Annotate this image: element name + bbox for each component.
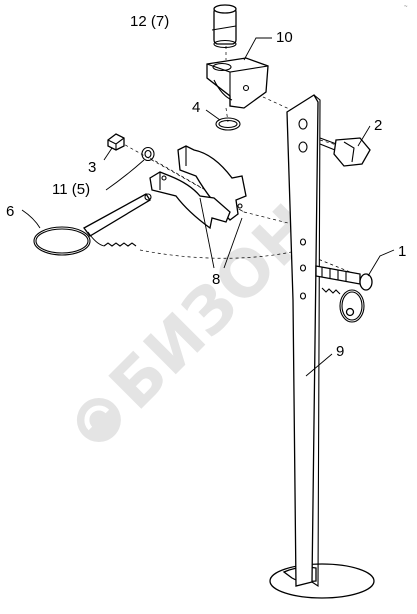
- knob-bolt: [319, 137, 371, 167]
- stand-foot-plate: [269, 563, 375, 599]
- stand-hole-1: [298, 118, 308, 130]
- circlip: [215, 117, 241, 131]
- callout-4: 4: [192, 99, 200, 116]
- callout-8: 8: [212, 271, 220, 288]
- washer: [141, 146, 155, 162]
- stand-post-edge: [311, 94, 321, 588]
- corner-mark: ~: [404, 4, 408, 10]
- callouts: 12 (7) 10 4 2 3 11 (5) 6 1 8 9: [6, 13, 406, 360]
- nut: [107, 133, 125, 151]
- watermark: БИЗОН: [76, 191, 329, 442]
- support-stand: [269, 94, 375, 599]
- stand-hole-4: [299, 264, 307, 272]
- callout-6: 6: [6, 203, 14, 220]
- stand-hole-5: [299, 292, 307, 300]
- small-bolt-assembly: [315, 265, 373, 323]
- lynch-pin: [33, 193, 152, 256]
- leader-lines: [21, 25, 395, 377]
- bracket: [206, 57, 269, 109]
- callout-11: 11 (5): [52, 181, 90, 198]
- callout-3: 3: [88, 159, 96, 176]
- callout-12: 12 (7): [130, 13, 169, 30]
- watermark-logo: [76, 398, 121, 442]
- callout-10: 10: [276, 29, 293, 46]
- callout-2: 2: [374, 117, 382, 134]
- stand-hole-2: [298, 141, 308, 153]
- clamp: [149, 145, 247, 230]
- stand-hole-3: [299, 238, 307, 246]
- stand-post: [286, 94, 319, 587]
- callout-9: 9: [336, 343, 344, 360]
- pin: [213, 4, 237, 49]
- callout-1: 1: [398, 243, 406, 260]
